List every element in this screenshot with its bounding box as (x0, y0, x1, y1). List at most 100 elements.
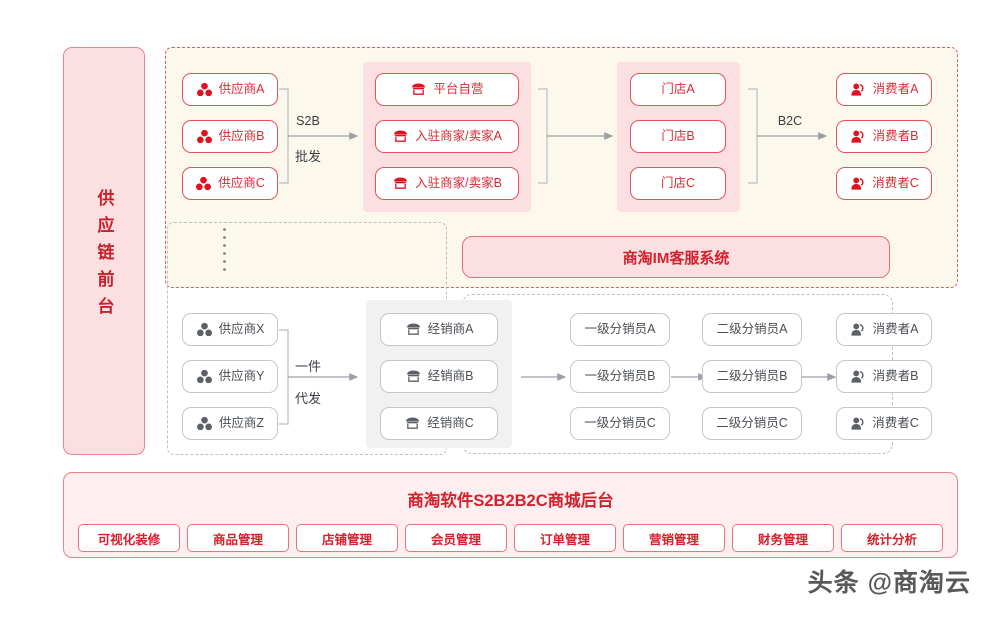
node-store-b[interactable]: 门店B (630, 120, 726, 153)
node-level1-distributor-a[interactable]: 一级分销员A (570, 313, 670, 346)
user-icon (850, 369, 867, 384)
node-label: 经销商B (427, 369, 474, 384)
node-consumer-c-bottom[interactable]: 消费者C (836, 407, 932, 440)
shop-icon (405, 369, 422, 384)
user-icon (849, 176, 866, 191)
node-store-c[interactable]: 门店C (630, 167, 726, 200)
node-label: 消费者B (872, 129, 919, 144)
node-store-a[interactable]: 门店A (630, 73, 726, 106)
node-merchant-seller-a[interactable]: 入驻商家/卖家A (375, 120, 519, 153)
node-label: 入驻商家/卖家A (415, 129, 502, 144)
cluster-icon (196, 322, 213, 337)
node-label: 一级分销员C (584, 416, 656, 431)
cluster-icon (195, 176, 212, 191)
watermark: 头条 @商淘云 (807, 569, 971, 597)
backend-module-store-management[interactable]: 店铺管理 (296, 524, 398, 552)
node-consumer-a-bottom[interactable]: 消费者A (836, 313, 932, 346)
vertical-ellipsis (223, 228, 226, 271)
node-label: 门店B (661, 129, 695, 144)
node-label: 二级分销员C (716, 416, 788, 431)
supply-chain-frontend-sidebar: 供应链前台 (63, 47, 145, 455)
chip-label: 财务管理 (757, 532, 808, 547)
node-level2-distributor-c[interactable]: 二级分销员C (702, 407, 802, 440)
node-supplier-a[interactable]: 供应商A (182, 73, 278, 106)
node-label: 消费者A (872, 322, 919, 337)
backend-module-order-management[interactable]: 订单管理 (514, 524, 616, 552)
backend-module-statistics-analysis[interactable]: 统计分析 (841, 524, 943, 552)
user-icon (849, 416, 866, 431)
node-level2-distributor-b[interactable]: 二级分销员B (702, 360, 802, 393)
chip-label: 商品管理 (212, 532, 263, 547)
arrow-label-line1: 一件 (294, 359, 321, 374)
backend-panel: 商淘软件S2B2B2C商城后台 可视化装修 商品管理 店铺管理 会员管理 订单管… (63, 472, 958, 558)
chip-label: 营销管理 (648, 532, 699, 547)
node-dealer-c[interactable]: 经销商C (380, 407, 498, 440)
node-label: 一级分销员A (584, 322, 656, 337)
backend-title: 商淘软件S2B2B2C商城后台 (407, 492, 614, 510)
shop-icon (392, 176, 409, 191)
node-supplier-b[interactable]: 供应商B (182, 120, 278, 153)
node-supplier-x[interactable]: 供应商X (182, 313, 278, 346)
chip-label: 统计分析 (866, 532, 917, 547)
node-label: 消费者C (872, 416, 919, 431)
node-label: 消费者A (872, 82, 919, 97)
backend-module-finance-management[interactable]: 财务管理 (732, 524, 834, 552)
node-consumer-b-bottom[interactable]: 消费者B (836, 360, 932, 393)
node-label: 门店C (660, 176, 696, 191)
node-consumer-b-top[interactable]: 消费者B (836, 120, 932, 153)
user-icon (850, 82, 867, 97)
node-dealer-b[interactable]: 经销商B (380, 360, 498, 393)
node-supplier-z[interactable]: 供应商Z (182, 407, 278, 440)
backend-module-member-management[interactable]: 会员管理 (405, 524, 507, 552)
node-label: 经销商C (427, 416, 474, 431)
arrow-label-b2c: B2C (760, 114, 820, 128)
node-label: 消费者C (872, 176, 919, 191)
distribution-chain-region (462, 294, 893, 454)
backend-module-marketing-management[interactable]: 营销管理 (623, 524, 725, 552)
node-label: 供应商A (218, 82, 265, 97)
node-label: 供应商B (218, 129, 265, 144)
node-label: 供应商C (218, 176, 265, 191)
node-consumer-a-top[interactable]: 消费者A (836, 73, 932, 106)
arrow-label-oneitem: 一件 (278, 356, 338, 375)
arrow-label-line1: B2C (777, 114, 803, 128)
backend-module-product-management[interactable]: 商品管理 (187, 524, 289, 552)
node-dealer-a[interactable]: 经销商A (380, 313, 498, 346)
cluster-icon (196, 82, 213, 97)
node-label: 经销商A (427, 322, 474, 337)
chip-label: 可视化装修 (97, 532, 161, 547)
im-label: 商淘IM客服系统 (622, 249, 730, 267)
node-merchant-seller-b[interactable]: 入驻商家/卖家B (375, 167, 519, 200)
im-customer-service-bar[interactable]: 商淘IM客服系统 (462, 236, 890, 278)
node-level1-distributor-b[interactable]: 一级分销员B (570, 360, 670, 393)
shop-icon (405, 322, 422, 337)
node-label: 供应商Z (218, 416, 265, 431)
chip-label: 订单管理 (539, 532, 590, 547)
node-supplier-c[interactable]: 供应商C (182, 167, 278, 200)
node-supplier-y[interactable]: 供应商Y (182, 360, 278, 393)
cluster-icon (196, 369, 213, 384)
node-consumer-c-top[interactable]: 消费者C (836, 167, 932, 200)
node-label: 门店A (661, 82, 695, 97)
arrow-label-dropship: 代发 (278, 388, 338, 407)
shop-icon (410, 82, 427, 97)
node-label: 二级分销员B (716, 369, 788, 384)
user-icon (850, 322, 867, 337)
arrow-label-line1: S2B (296, 114, 320, 128)
node-label: 平台自营 (433, 82, 484, 97)
chip-label: 店铺管理 (321, 532, 372, 547)
node-level2-distributor-a[interactable]: 二级分销员A (702, 313, 802, 346)
user-icon (850, 129, 867, 144)
node-label: 入驻商家/卖家B (415, 176, 502, 191)
arrow-label-line2: 批发 (294, 149, 321, 164)
node-label: 二级分销员A (716, 322, 788, 337)
backend-module-visual-decoration[interactable]: 可视化装修 (78, 524, 180, 552)
node-label: 供应商Y (218, 369, 265, 384)
node-level1-distributor-c[interactable]: 一级分销员C (570, 407, 670, 440)
node-label: 供应商X (218, 322, 265, 337)
cluster-icon (196, 416, 213, 431)
arrow-label-wholesale: 批发 (278, 146, 338, 165)
chip-label: 会员管理 (430, 532, 481, 547)
node-platform-self-operated[interactable]: 平台自营 (375, 73, 519, 106)
